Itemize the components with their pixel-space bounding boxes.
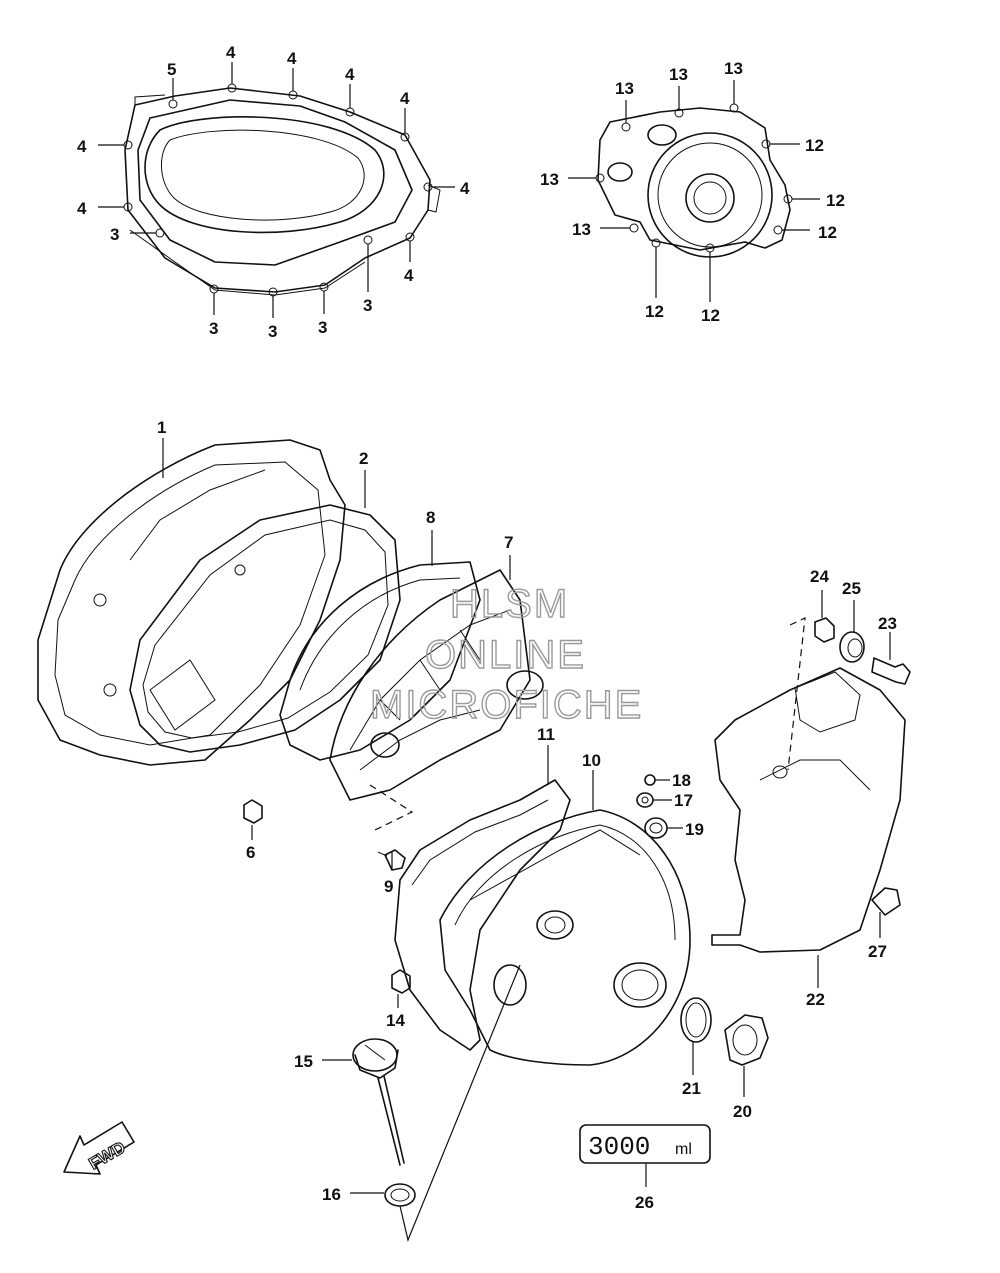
magneto-cover-top-view bbox=[568, 80, 820, 302]
callout-13: 13 bbox=[724, 59, 743, 78]
magneto-cover-gasket-part-11 bbox=[394, 745, 571, 1051]
sprocket-cover-part-22 bbox=[711, 617, 906, 988]
magneto-cover-part-10 bbox=[439, 770, 691, 1066]
callout-16: 16 bbox=[322, 1185, 341, 1204]
bolt-part-9 bbox=[377, 849, 406, 871]
clutch-cover-top-view bbox=[98, 62, 455, 318]
fwd-label: FWD bbox=[86, 1138, 129, 1174]
mileage-label-unit: ml bbox=[675, 1141, 692, 1158]
callout-4: 4 bbox=[400, 89, 410, 108]
callout-18: 18 bbox=[672, 771, 691, 790]
callout-3: 3 bbox=[209, 319, 218, 338]
callout-12: 12 bbox=[818, 223, 837, 242]
callout-12: 12 bbox=[701, 306, 720, 325]
callout-13: 13 bbox=[540, 170, 559, 189]
callout-25: 25 bbox=[842, 579, 861, 598]
callout-26: 26 bbox=[635, 1193, 654, 1212]
watermark-line-3: MICROFICHE bbox=[370, 683, 643, 727]
clutch-cover-gasket-part-2 bbox=[129, 470, 401, 753]
callout-19: 19 bbox=[685, 820, 704, 839]
callout-8: 8 bbox=[426, 508, 435, 527]
callout-13: 13 bbox=[615, 79, 634, 98]
callout-4: 4 bbox=[460, 179, 470, 198]
callout-12: 12 bbox=[805, 136, 824, 155]
callout-9: 9 bbox=[384, 877, 393, 896]
dowel-pin-part-14 bbox=[391, 969, 411, 1008]
callout-11: 11 bbox=[537, 725, 555, 744]
callout-24: 24 bbox=[810, 567, 829, 586]
callout-17: 17 bbox=[674, 791, 693, 810]
callout-2: 2 bbox=[359, 449, 368, 468]
watermark-line-2: ONLINE bbox=[425, 633, 586, 677]
forward-direction-arrow: FWD bbox=[63, 1121, 135, 1175]
callout-4: 4 bbox=[345, 65, 355, 84]
callout-4: 4 bbox=[77, 199, 87, 218]
callout-4: 4 bbox=[287, 49, 297, 68]
small-parts-23-24-25 bbox=[814, 590, 911, 685]
callout-13: 13 bbox=[669, 65, 688, 84]
callout-4: 4 bbox=[404, 266, 414, 285]
callout-12: 12 bbox=[645, 302, 664, 321]
callout-6: 6 bbox=[246, 843, 255, 862]
callout-3: 3 bbox=[363, 296, 372, 315]
mileage-label-value: 3000 bbox=[588, 1132, 650, 1162]
callout-5: 5 bbox=[167, 60, 176, 79]
callout-23: 23 bbox=[878, 614, 897, 633]
callout-10: 10 bbox=[582, 751, 601, 770]
callout-1: 1 bbox=[157, 418, 166, 437]
dowel-pin-part-6 bbox=[243, 799, 263, 840]
callout-14: 14 bbox=[386, 1011, 405, 1030]
callout-12: 12 bbox=[826, 191, 845, 210]
callout-4: 4 bbox=[77, 137, 87, 156]
mileage-label-part-26: 3000 ml bbox=[579, 1124, 711, 1187]
callout-numbers: 5 4 4 4 4 4 4 4 4 3 3 3 3 3 13 13 13 13 … bbox=[77, 43, 897, 1212]
callout-3: 3 bbox=[110, 225, 119, 244]
oil-dipstick-part-15 bbox=[322, 1038, 405, 1166]
watermark-line-1: HLSM bbox=[450, 582, 569, 626]
shroud-part-7 bbox=[329, 555, 544, 831]
plug-parts-20-21 bbox=[680, 997, 769, 1097]
callout-22: 22 bbox=[806, 990, 825, 1009]
callout-20: 20 bbox=[733, 1102, 752, 1121]
callout-3: 3 bbox=[318, 318, 327, 337]
watermark: HLSM ONLINE MICROFICHE bbox=[369, 581, 643, 727]
callout-4: 4 bbox=[226, 43, 236, 62]
plate-part-8 bbox=[279, 530, 481, 761]
callout-15: 15 bbox=[294, 1052, 313, 1071]
small-parts-17-18-19 bbox=[636, 774, 683, 839]
clutch-cover-part-1 bbox=[37, 438, 346, 766]
callout-21: 21 bbox=[682, 1079, 701, 1098]
callout-27: 27 bbox=[868, 942, 887, 961]
o-ring-part-16 bbox=[350, 964, 521, 1242]
callout-3: 3 bbox=[268, 322, 277, 341]
callout-7: 7 bbox=[504, 533, 513, 552]
plug-part-27 bbox=[871, 887, 901, 938]
callout-13: 13 bbox=[572, 220, 591, 239]
